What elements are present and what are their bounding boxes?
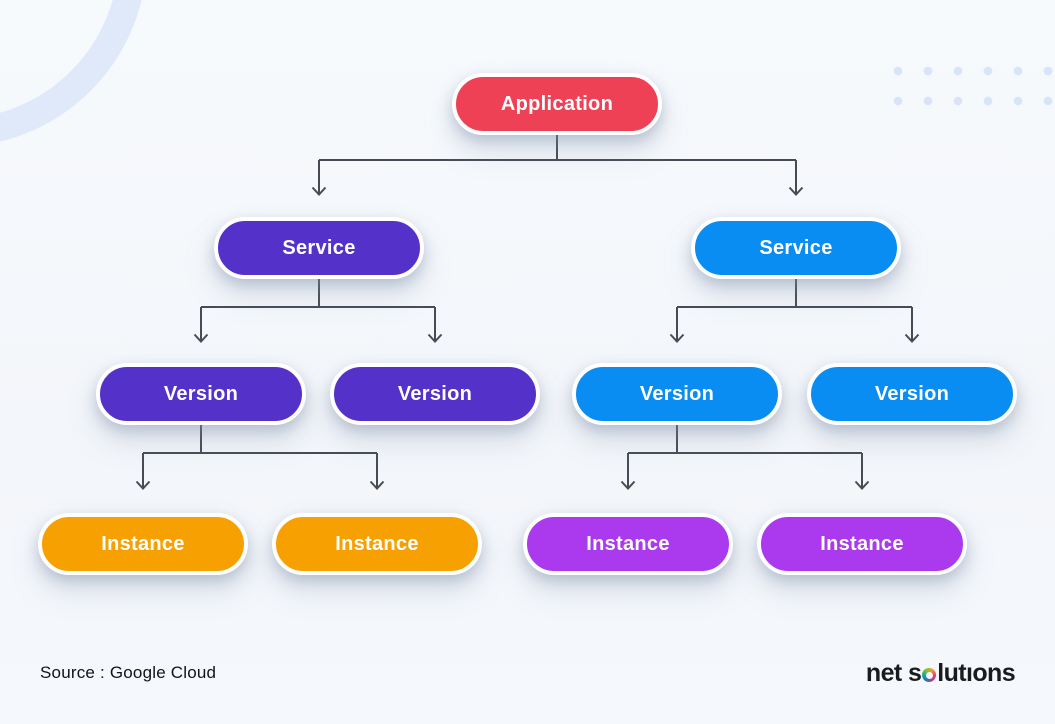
node-instance-1: Instance — [38, 513, 248, 575]
net-solutions-logo: net s lutıons — [865, 659, 1016, 688]
decorative-dot-grid — [883, 56, 1055, 116]
node-version-2: Version — [330, 363, 540, 425]
logo-text-right: lutıons — [937, 659, 1015, 687]
node-version-1: Version — [96, 363, 306, 425]
node-application: Application — [452, 73, 662, 135]
source-attribution: Source : Google Cloud — [40, 663, 217, 682]
logo-o-ring-icon — [922, 668, 937, 682]
logo-text-left: net s — [865, 659, 922, 687]
node-instance-3: Instance — [523, 513, 733, 575]
node-service-right: Service — [691, 217, 901, 279]
node-instance-4: Instance — [757, 513, 967, 575]
decorative-ring — [0, 0, 147, 147]
node-service-left: Service — [214, 217, 424, 279]
node-instance-2: Instance — [272, 513, 482, 575]
node-version-4: Version — [807, 363, 1017, 425]
node-version-3: Version — [572, 363, 782, 425]
